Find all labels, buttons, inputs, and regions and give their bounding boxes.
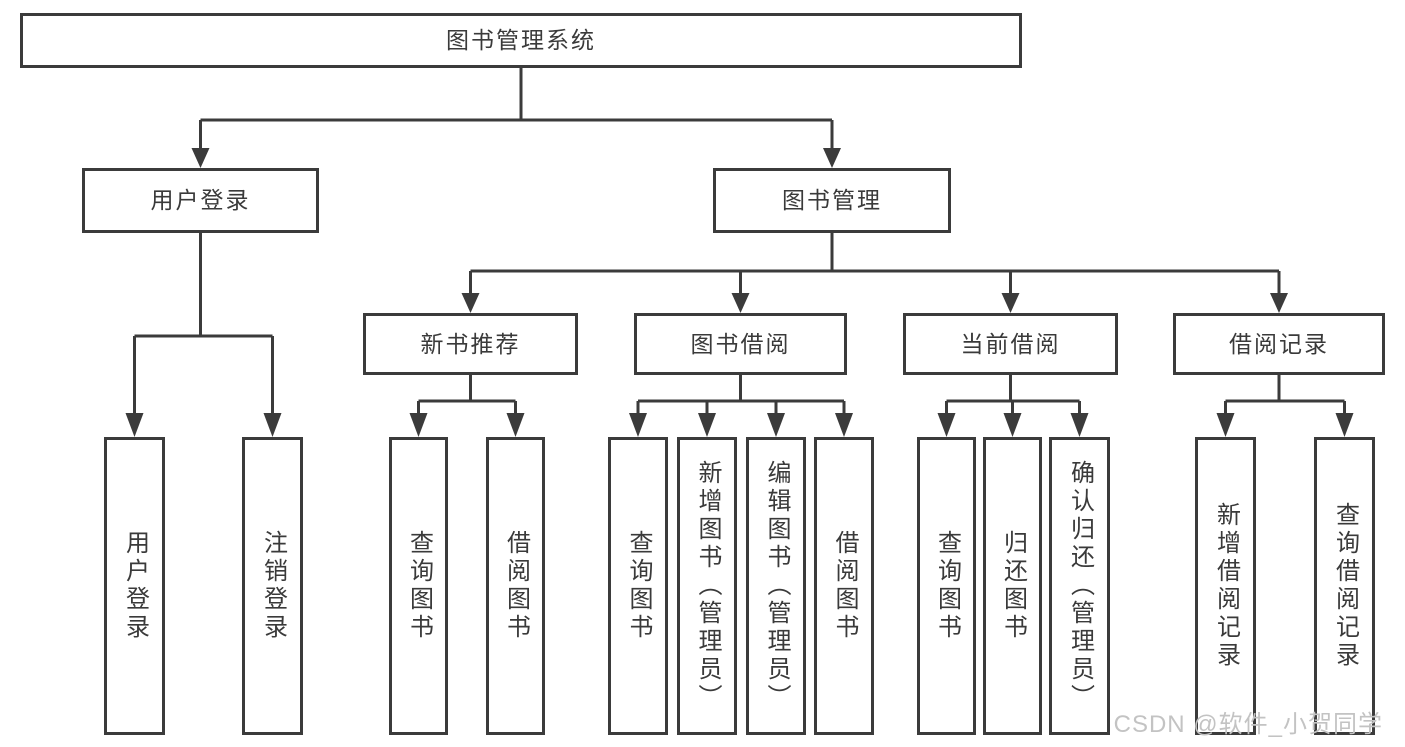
node-book-management: 图书管理: [713, 168, 951, 233]
leaf-bookborrow-borrow: 借阅图书: [814, 437, 874, 735]
leaf-newbook-query: 查询图书: [389, 437, 448, 735]
leaf-bookborrow-query: 查询图书: [608, 437, 668, 735]
node-new-book-recommend: 新书推荐: [363, 313, 578, 375]
csdn-watermark: CSDN @软件_小贺同学: [1113, 711, 1383, 738]
leaf-current-query: 查询图书: [917, 437, 976, 735]
connector-user-login: [125, 233, 282, 437]
leaf-newbook-borrow: 借阅图书: [486, 437, 545, 735]
leaf-record-add: 新增借阅记录: [1195, 437, 1256, 735]
connector-borrow-record: [1216, 375, 1354, 437]
connector-root: [191, 68, 841, 168]
node-root: 图书管理系统: [20, 13, 1022, 68]
leaf-user-login: 用户登录: [104, 437, 165, 735]
leaf-logout: 注销登录: [242, 437, 303, 735]
node-user-login: 用户登录: [82, 168, 319, 233]
leaf-current-return: 归还图书: [983, 437, 1042, 735]
connector-book-management: [461, 233, 1288, 313]
leaf-bookborrow-edit: 编辑图书（管理员）: [746, 437, 806, 735]
connector-book-borrow: [629, 375, 853, 437]
leaf-current-confirm-return: 确认归还（管理员）: [1049, 437, 1110, 735]
leaf-bookborrow-add: 新增图书（管理员）: [677, 437, 737, 735]
connector-current-borrow: [937, 375, 1089, 437]
node-borrow-record: 借阅记录: [1173, 313, 1385, 375]
node-current-borrow: 当前借阅: [903, 313, 1118, 375]
connector-new-book: [409, 375, 525, 437]
leaf-record-query: 查询借阅记录: [1314, 437, 1375, 735]
node-book-borrow: 图书借阅: [634, 313, 847, 375]
